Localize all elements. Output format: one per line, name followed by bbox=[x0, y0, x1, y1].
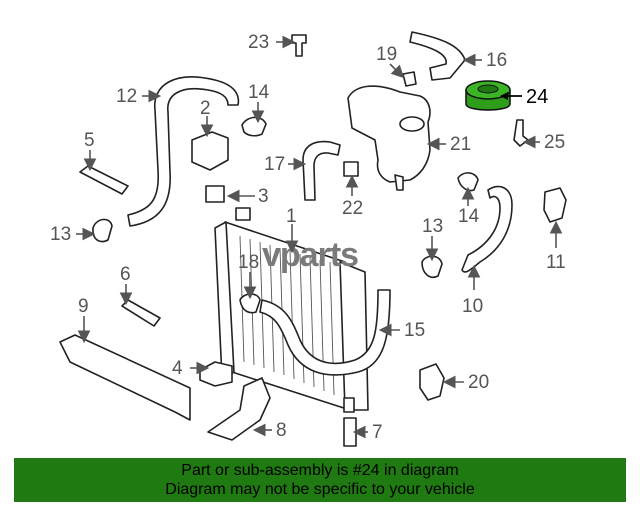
label-24: 24 bbox=[526, 86, 548, 108]
bolt-23 bbox=[291, 34, 307, 57]
label-12: 12 bbox=[116, 86, 137, 107]
clip-19 bbox=[402, 71, 417, 87]
clamp-13-right bbox=[421, 255, 443, 278]
pad-3 bbox=[205, 185, 225, 203]
label-11: 11 bbox=[546, 252, 566, 273]
label-3: 3 bbox=[258, 186, 269, 207]
mount-2 bbox=[191, 131, 229, 171]
upper-hose bbox=[127, 76, 240, 227]
label-13-right: 13 bbox=[422, 216, 443, 237]
clamp-13-left bbox=[92, 218, 113, 243]
label-23: 23 bbox=[248, 32, 269, 53]
radiator-cap-24[interactable] bbox=[465, 80, 511, 111]
label-20: 20 bbox=[468, 372, 489, 393]
label-14-right: 14 bbox=[458, 206, 480, 227]
deflector-8 bbox=[207, 377, 271, 441]
label-7: 7 bbox=[372, 422, 383, 443]
sensor-25 bbox=[513, 119, 529, 147]
grommet-22 bbox=[343, 161, 359, 177]
hose-15 bbox=[259, 289, 391, 376]
part-labels: 1 2 3 4 5 6 7 8 9 10 11 12 13 13 14 14 1… bbox=[50, 32, 566, 443]
label-8: 8 bbox=[276, 420, 287, 441]
clamp-14-right bbox=[457, 172, 479, 192]
watermark: vparts bbox=[262, 236, 358, 274]
hose-10 bbox=[461, 185, 513, 273]
label-14-top: 14 bbox=[248, 82, 270, 103]
label-18: 18 bbox=[238, 252, 259, 273]
label-15: 15 bbox=[404, 320, 425, 341]
bracket-4 bbox=[199, 361, 233, 387]
label-19: 19 bbox=[376, 44, 397, 65]
expansion-tank bbox=[347, 85, 431, 191]
info-banner: Part or sub-assembly is #24 in diagram D… bbox=[14, 458, 626, 502]
label-22: 22 bbox=[342, 198, 363, 219]
tube-5 bbox=[79, 165, 129, 195]
label-17: 17 bbox=[264, 154, 285, 175]
drain-7 bbox=[343, 417, 357, 447]
label-9: 9 bbox=[78, 296, 89, 317]
label-13-left: 13 bbox=[50, 224, 71, 245]
clip-20 bbox=[419, 363, 445, 401]
banner-line-1: Part or sub-assembly is #24 in diagram bbox=[181, 462, 459, 479]
label-2: 2 bbox=[200, 98, 211, 119]
banner-line-2: Diagram may not be specific to your vehi… bbox=[165, 481, 475, 498]
label-21: 21 bbox=[450, 134, 471, 155]
label-4: 4 bbox=[172, 358, 183, 379]
label-6: 6 bbox=[120, 264, 131, 285]
label-5: 5 bbox=[84, 130, 95, 151]
hose-16 bbox=[409, 31, 466, 81]
label-16: 16 bbox=[486, 50, 507, 71]
panel-9 bbox=[59, 334, 191, 421]
clamp-14-top bbox=[241, 116, 267, 137]
label-10: 10 bbox=[462, 296, 483, 317]
hose-17 bbox=[302, 140, 341, 201]
sleeve-6 bbox=[121, 299, 161, 327]
label-1: 1 bbox=[286, 206, 297, 227]
label-25: 25 bbox=[544, 132, 565, 153]
clip-11 bbox=[543, 187, 567, 223]
